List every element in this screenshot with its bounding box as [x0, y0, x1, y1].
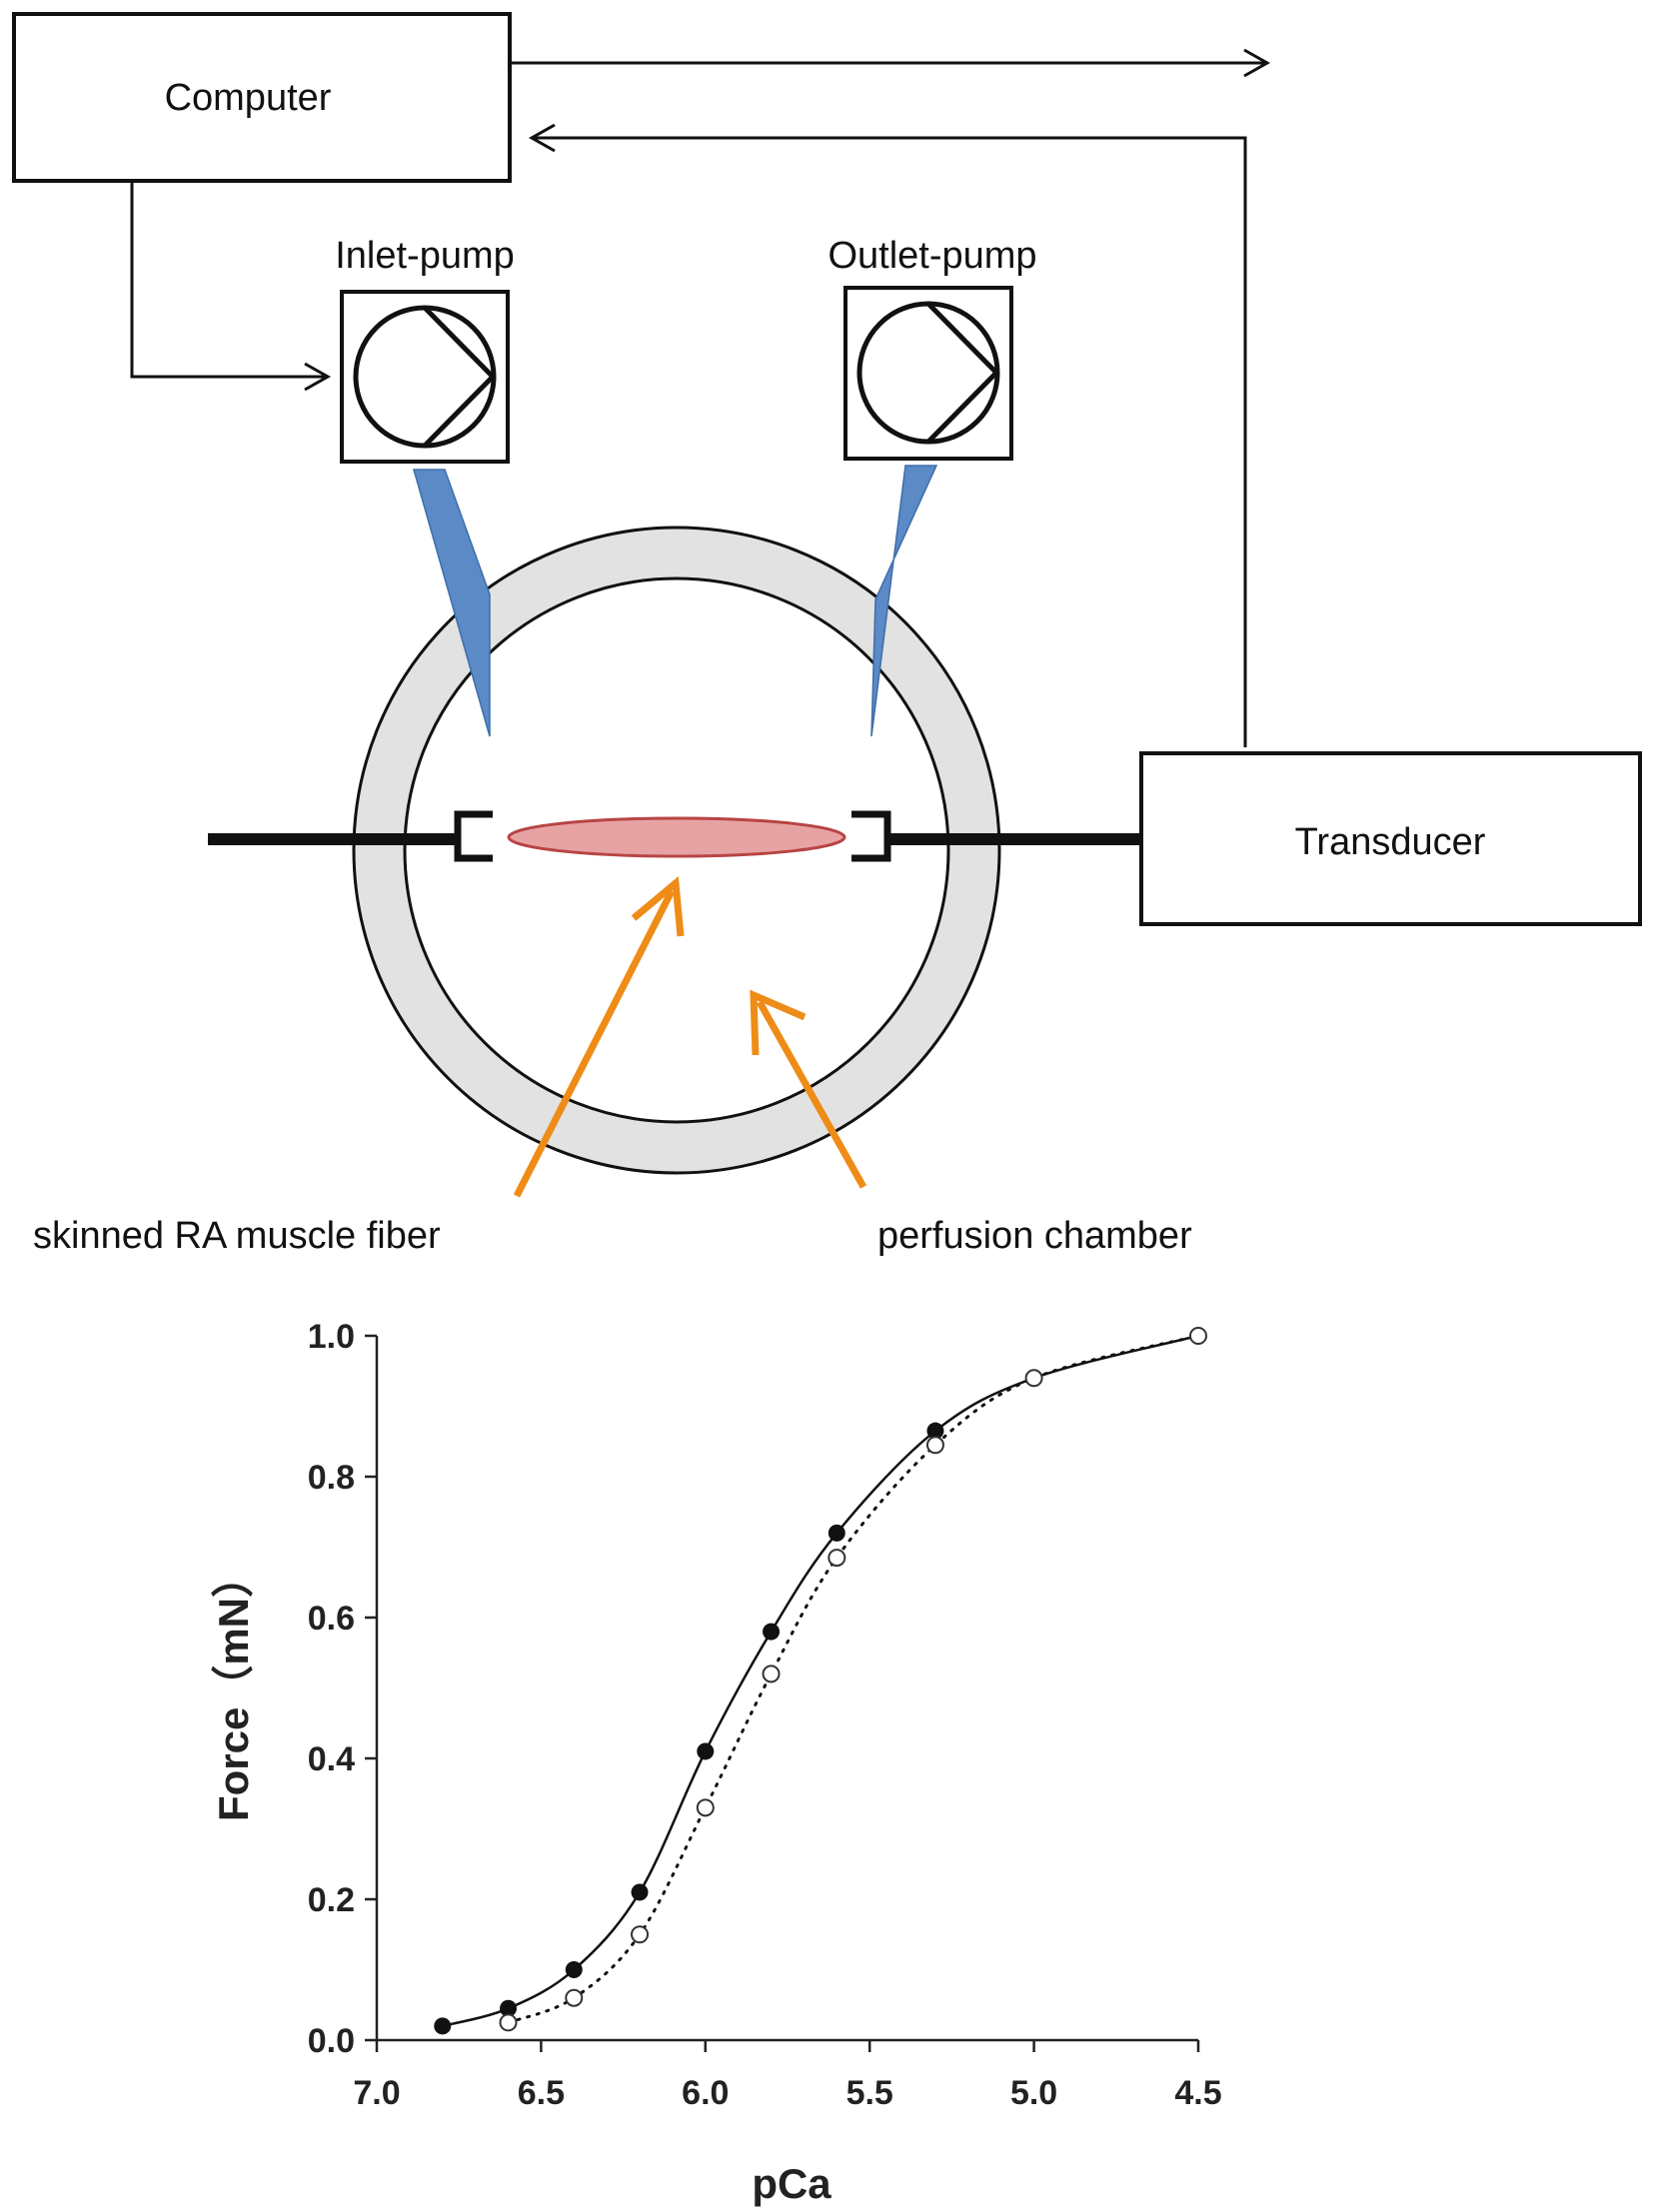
right-clamp — [851, 810, 891, 862]
open-marker — [499, 2013, 518, 2032]
y-tick-label: 1.0 — [308, 1318, 355, 1356]
open-marker — [762, 1664, 781, 1683]
left-clamp — [454, 810, 493, 862]
open-marker — [1189, 1327, 1207, 1345]
open-marker — [631, 1925, 650, 1944]
computer-output-arrow — [510, 48, 1271, 78]
y-axis-title: Force（mN） — [210, 1556, 257, 1821]
x-tick-label: 4.5 — [1174, 2074, 1221, 2112]
inlet-needle — [413, 469, 491, 737]
apparatus-diagram: Computer Inlet-pump Outlet-pump — [12, 12, 1642, 1257]
force-pca-chart: 0.0 0.2 0.4 0.6 0.8 1.0 7.0 6.5 6.0 5.5 5.0 4.5 pC… — [210, 1318, 1222, 2207]
fit-curves — [442, 1334, 1200, 2028]
filled-marker — [763, 1623, 781, 1641]
y-tick-label: 0.0 — [308, 2022, 355, 2060]
outlet-pump-label: Outlet-pump — [827, 235, 1036, 277]
chamber-label: perfusion chamber — [877, 1215, 1192, 1257]
muscle-fiber — [507, 816, 846, 858]
outlet-needle — [870, 465, 938, 737]
computer-label: Computer — [165, 77, 332, 119]
filled-marker — [697, 1742, 715, 1760]
outlet-pump: Outlet-pump — [827, 235, 1037, 461]
filled-marker — [500, 1999, 518, 2017]
filled-marker — [434, 2017, 452, 2035]
open-marker — [696, 1798, 715, 1817]
transducer-label: Transducer — [1295, 821, 1486, 863]
series-2-curve — [507, 1334, 1200, 2024]
filled-marker — [565, 1961, 583, 1978]
x-tick-label: 5.0 — [1010, 2074, 1057, 2112]
computer-to-inlet-arrow — [130, 181, 332, 392]
y-tick-label: 0.2 — [308, 1881, 355, 1919]
transducer-box: Transducer — [1139, 751, 1642, 926]
y-tick-label: 0.8 — [308, 1459, 355, 1497]
data-markers — [434, 1327, 1207, 2035]
y-ticks: 0.0 0.2 0.4 0.6 0.8 1.0 — [308, 1318, 377, 2060]
series-1-curve — [442, 1334, 1199, 2028]
filled-marker — [926, 1422, 944, 1440]
x-tick-label: 5.5 — [846, 2074, 893, 2112]
filled-marker — [827, 1524, 845, 1542]
y-tick-label: 0.4 — [308, 1740, 355, 1778]
x-ticks: 7.0 6.5 6.0 5.5 5.0 4.5 — [353, 2040, 1222, 2112]
inlet-pump-label: Inlet-pump — [335, 235, 515, 277]
open-marker — [827, 1549, 846, 1568]
x-tick-label: 6.5 — [518, 2074, 565, 2112]
chamber-pointer-arrow — [750, 989, 867, 1189]
fiber-label: skinned RA muscle fiber — [33, 1215, 441, 1257]
inlet-pump: Inlet-pump — [335, 235, 515, 464]
computer-box: Computer — [12, 12, 512, 183]
x-tick-label: 7.0 — [353, 2074, 400, 2112]
filled-marker — [631, 1883, 649, 1901]
open-marker — [565, 1988, 584, 2007]
transducer-feedback-arrow — [528, 123, 1247, 747]
y-tick-label: 0.6 — [308, 1600, 355, 1638]
open-marker — [1024, 1369, 1043, 1388]
fiber-pointer-arrow — [513, 876, 685, 1198]
open-marker — [925, 1436, 944, 1455]
x-axis-title: pCa — [752, 2160, 831, 2207]
x-tick-label: 6.0 — [682, 2074, 729, 2112]
